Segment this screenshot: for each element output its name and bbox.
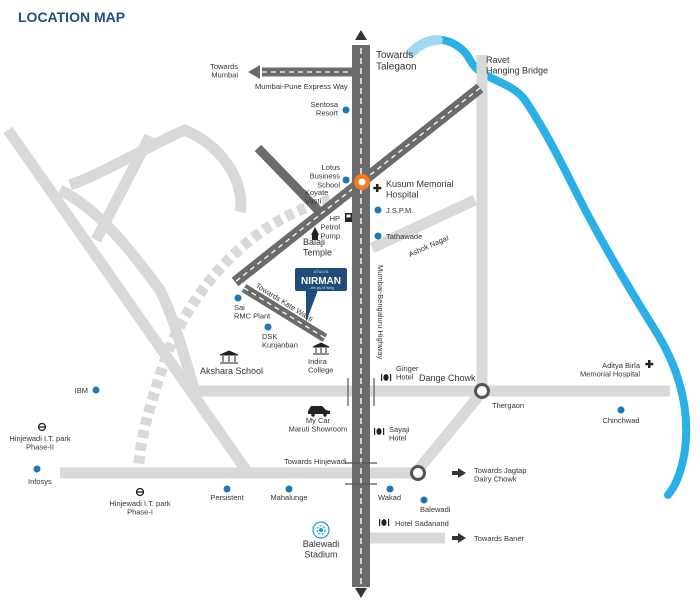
label-towards-baner: Towards Baner <box>474 534 525 543</box>
label-towards-hinjewadi: Towards Hinjewadi <box>284 457 347 466</box>
restaurant-icon <box>374 428 385 435</box>
marker-icon <box>342 176 350 184</box>
car-icon <box>308 406 330 417</box>
restaurant-icon <box>379 519 390 526</box>
label-chinchwad: Chinchwad <box>602 416 639 425</box>
brand-sub: ...the joy of living <box>308 286 334 290</box>
marker-icon <box>264 323 272 331</box>
temple-icon <box>311 227 319 240</box>
marker-icon <box>285 485 293 493</box>
label-jspm: J.S.P.M. <box>386 206 413 215</box>
college-icon <box>312 342 330 355</box>
dashed-road <box>132 194 332 474</box>
arrow-down-icon <box>355 588 367 598</box>
marker-icon <box>617 406 625 414</box>
label-thergaon: Thergaon <box>492 401 524 410</box>
marker-icon <box>386 485 394 493</box>
label-akshara: Akshara School <box>200 366 263 376</box>
hospital-icon <box>373 184 382 192</box>
stadium-icon <box>312 521 330 539</box>
browser-e-icon <box>37 422 47 432</box>
label-ibm: IBM <box>75 386 88 395</box>
marker-icon <box>234 294 242 302</box>
arrow-right-icon <box>458 468 466 478</box>
label-infosys: Infosys <box>28 477 52 486</box>
hospital-icon <box>645 360 654 368</box>
brand-name: NIRMAN <box>301 276 341 287</box>
marker-icon <box>223 485 231 493</box>
label-wakad: Wakad <box>378 493 401 502</box>
marker-icon <box>374 232 382 240</box>
label-balewadi: Balewadi <box>420 505 451 514</box>
map-title: LOCATION MAP <box>18 9 125 25</box>
nirman-logo <box>295 268 347 291</box>
label-tathawade: Tathawade <box>386 232 422 241</box>
marker-icon <box>342 106 350 114</box>
secondary-roads <box>3 55 670 544</box>
restaurant-icon <box>381 374 392 381</box>
label-persistent: Persistent <box>210 493 244 502</box>
special-icons <box>37 184 654 539</box>
label-mahalunge: Mahalunge <box>270 493 307 502</box>
label-highway: Mumbai-Bengaluru Highway <box>376 265 385 359</box>
dark-roads <box>241 144 328 342</box>
project-marker: ATULYA NIRMAN ...the joy of living <box>295 268 347 322</box>
junctions <box>354 174 490 481</box>
arrow-up-icon <box>355 30 367 40</box>
marker-icon <box>92 386 100 394</box>
location-markers <box>33 106 625 504</box>
label-expressway: Mumbai-Pune Express Way <box>255 82 348 91</box>
brand-top: ATULYA <box>314 269 329 274</box>
marker-icon <box>33 465 41 473</box>
marker-icon <box>420 496 428 504</box>
petrol-pump-icon <box>345 213 352 222</box>
bridge-icon <box>345 378 377 485</box>
browser-e-icon <box>135 487 145 497</box>
marker-icon <box>374 206 382 214</box>
river <box>408 35 691 499</box>
river-fade <box>407 35 443 57</box>
arrow-right-icon <box>458 533 466 543</box>
direction-arrows <box>452 468 466 543</box>
label-dange-chowk: Dange Chowk <box>419 373 476 383</box>
main-highway <box>352 30 370 598</box>
school-icon <box>219 350 239 364</box>
label-sadanand: Hotel Sadanand <box>395 519 449 528</box>
